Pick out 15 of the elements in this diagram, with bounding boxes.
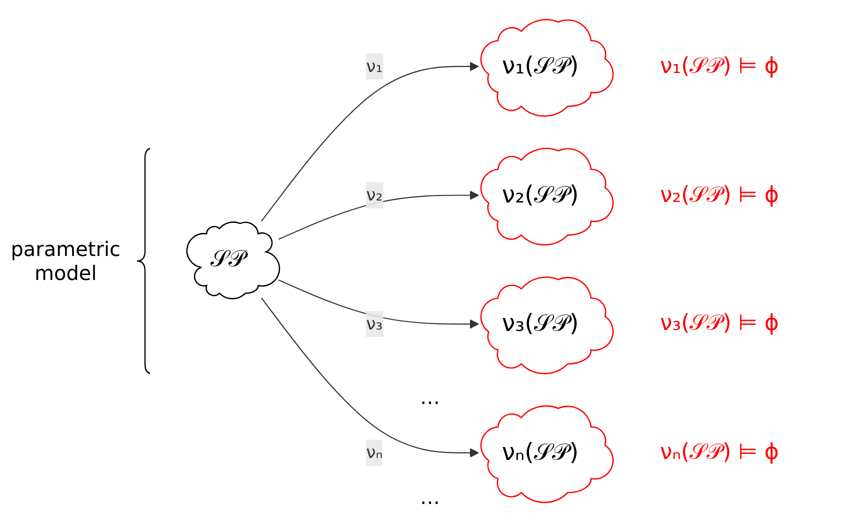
bracket-label: parametric model: [10, 237, 122, 285]
arrow: [260, 298, 479, 458]
arrow: [278, 190, 479, 240]
ellipsis: …: [420, 485, 440, 509]
arrow: [260, 62, 479, 222]
edge-label: ν₁: [366, 56, 383, 76]
node-caption: νₙ(𝒮𝒫) ⊨ ϕ: [660, 440, 779, 466]
ellipsis: …: [420, 385, 440, 409]
node-caption: ν₂(𝒮𝒫) ⊨ ϕ: [660, 182, 779, 208]
node-caption: ν₁(𝒮𝒫) ⊨ ϕ: [660, 54, 779, 79]
edge-label: ν₃: [366, 313, 383, 334]
node-caption: ν₃(𝒮𝒫) ⊨ ϕ: [660, 311, 779, 336]
edge-label: νₙ: [366, 442, 383, 462]
edge-label: ν₂: [366, 184, 383, 205]
arrow: [278, 280, 479, 329]
